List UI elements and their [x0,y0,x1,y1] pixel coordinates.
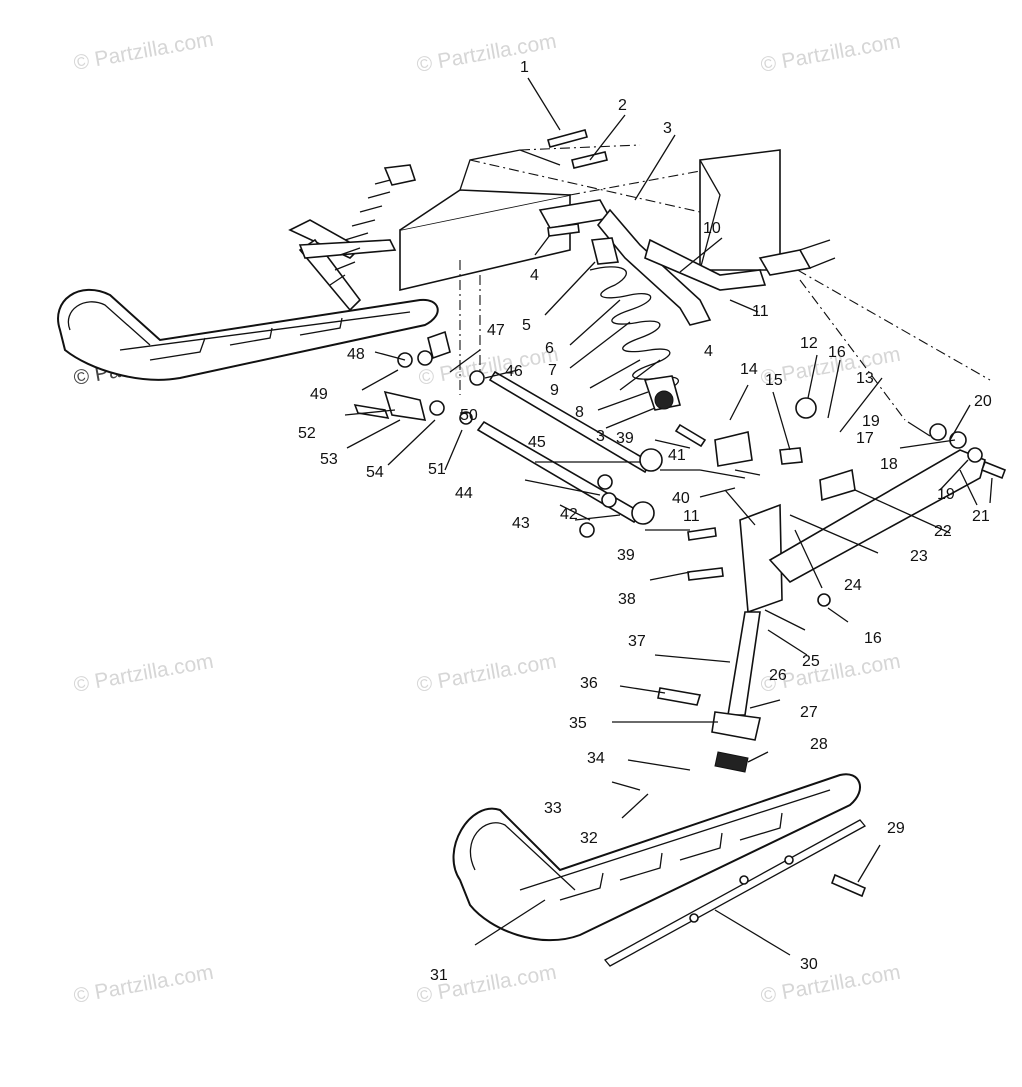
callout: 14 [740,361,758,378]
callout: 22 [934,523,952,540]
callout: 31 [430,967,448,984]
callout-labels: 1 2 3 3 4 4 5 6 7 8 9 10 11 11 12 13 14 … [298,59,992,984]
callout: 45 [528,434,546,451]
callout: 39 [617,547,635,564]
callout: 52 [298,425,316,442]
callout: 9 [550,382,559,399]
front-ski [452,773,867,967]
front-shock-absorber [589,237,681,411]
callout: 6 [545,340,554,357]
radius-rods [476,370,663,525]
callout: 36 [580,675,598,692]
callout: 32 [580,830,598,847]
leader-lines [344,77,993,956]
callout: 21 [972,508,990,525]
rear-shock-spring [329,164,417,286]
callout: 13 [856,370,874,387]
callout: 3 [663,120,672,137]
callout: 44 [455,485,473,502]
callout: 27 [800,704,818,721]
callout: 53 [320,451,338,468]
callout: 29 [887,820,905,837]
callout: 3 [596,428,605,445]
callout: 30 [800,956,818,973]
callout: 54 [366,464,384,481]
callout: 24 [844,577,862,594]
callout: 42 [560,506,578,523]
callout: 16 [828,344,846,361]
callout: 4 [704,343,713,360]
callout: 11 [752,303,769,320]
callout: 7 [548,362,557,379]
callout: 25 [802,653,820,670]
callout: 19 [862,413,880,430]
watermark: © Partzilla.com [759,961,902,1008]
bolts [547,129,867,898]
callout: 35 [569,715,587,732]
callout: 49 [310,386,328,403]
callout: 38 [618,591,636,608]
watermark: © Partzilla.com [415,30,558,77]
callout: 51 [428,461,446,478]
callout: 39 [616,430,634,447]
callout: 16 [864,630,882,647]
callout: 26 [769,667,787,684]
spindle-and-trailing-arm [657,397,1007,773]
watermark: © Partzilla.com [415,650,558,697]
rear-ski-assembly [57,164,439,381]
callout: 17 [856,430,874,447]
callout: 37 [628,633,646,650]
callout: 19 [937,486,955,503]
callout: 46 [505,363,523,380]
callout: 20 [974,393,992,410]
callout: 50 [460,407,478,424]
steering-column [538,199,767,326]
callout: 2 [618,97,627,114]
callout: 10 [703,220,721,237]
callout: 23 [910,548,928,565]
callout: 33 [544,800,562,817]
watermark: © Partzilla.com [72,961,215,1008]
callout: 8 [575,404,584,421]
callout: 48 [347,346,365,363]
callout: 40 [672,490,690,507]
callout: 1 [520,59,529,76]
callout: 43 [512,515,530,532]
watermark: © Partzilla.com [759,30,902,77]
callout: 34 [587,750,605,767]
callout: 5 [522,317,531,334]
callout: 28 [810,736,828,753]
watermark: © Partzilla.com [72,28,215,75]
watermark: © Partzilla.com [72,650,215,697]
callout: 12 [800,335,818,352]
callout: 18 [880,456,898,473]
callout: 15 [765,372,783,389]
callout: 41 [668,447,686,464]
callout: 47 [487,322,505,339]
mounting-brackets [353,330,617,538]
callout: 11 [683,508,700,525]
bulkhead-frame [399,144,991,421]
callout: 4 [530,267,539,284]
